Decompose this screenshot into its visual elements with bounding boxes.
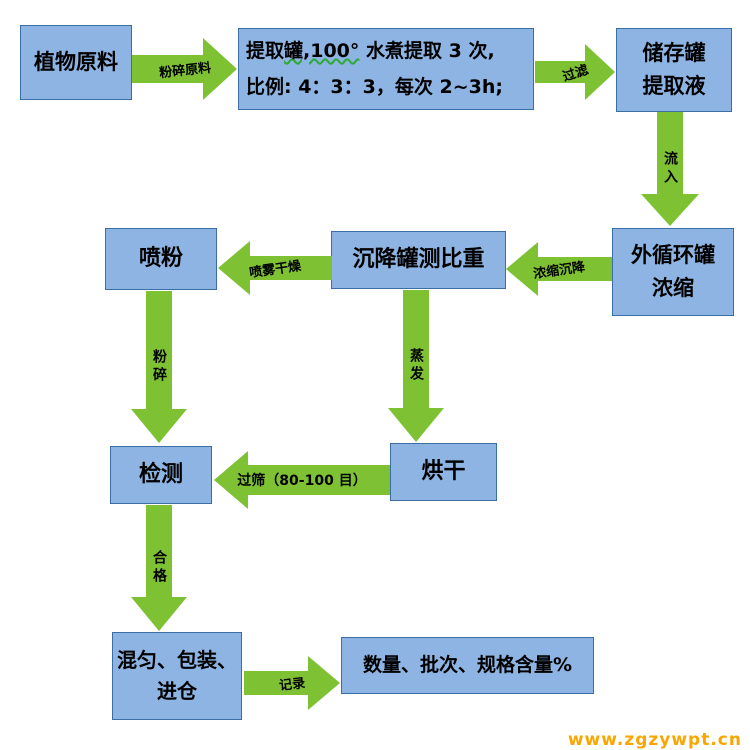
extraction-text-wavy: 罐,100° <box>284 39 360 62</box>
arrow-left-icon <box>214 451 248 509</box>
arrow-right-icon <box>308 656 340 710</box>
node-testing: 检测 <box>110 446 212 504</box>
node-packaging-line1: 混匀、包装、 <box>117 648 237 672</box>
node-drying: 烘干 <box>390 443 497 501</box>
arrow-shaft <box>535 61 585 83</box>
node-settling-tank-label: 沉降罐测比重 <box>352 246 485 272</box>
node-record-info: 数量、批次、规格含量% <box>341 637 594 694</box>
arrow-shaft <box>403 290 429 408</box>
node-record-info-label: 数量、批次、规格含量% <box>362 653 573 676</box>
arrow-shaft <box>538 257 612 281</box>
node-packaging-line2: 进仓 <box>157 679 197 703</box>
arrow-shaft <box>132 55 203 83</box>
node-storage-tank-line1: 储存罐 <box>642 41 706 66</box>
arrow-concentrate-settle: 浓缩沉降 <box>506 242 612 296</box>
arrow-flow-in: 流入 <box>641 112 699 226</box>
arrow-shaft <box>146 505 172 597</box>
arrow-evaporate: 蒸发 <box>388 290 444 442</box>
watermark-text: www.zgzywpt.cn <box>567 730 742 750</box>
node-drying-label: 烘干 <box>421 458 466 484</box>
arrow-shaft <box>146 291 172 409</box>
arrow-shaft <box>250 256 332 280</box>
arrow-qualified: 合格 <box>131 505 187 631</box>
node-extraction-tank-line1: 提取罐,100° 水煮提取 3 次, <box>246 33 495 69</box>
arrow-down-icon <box>131 597 187 631</box>
node-extraction-tank: 提取罐,100° 水煮提取 3 次, 比例: 4：3：3，每次 2~3h; <box>238 28 534 110</box>
arrow-down-icon <box>388 408 444 442</box>
arrow-record: 记录 <box>244 656 340 710</box>
arrow-left-icon <box>506 242 538 296</box>
arrow-shaft <box>248 465 390 495</box>
node-packaging: 混匀、包装、 进仓 <box>112 632 242 720</box>
node-storage-tank-line2: 提取液 <box>642 74 706 98</box>
arrow-right-icon <box>585 44 615 100</box>
arrow-left-icon <box>218 241 250 295</box>
arrow-right-icon <box>203 38 237 100</box>
node-plant-material: 植物原料 <box>20 25 132 100</box>
arrow-filter: 过滤 <box>535 44 615 100</box>
node-plant-material-label: 植物原料 <box>34 50 118 75</box>
node-circulation-tank: 外循环罐 浓缩 <box>612 228 734 316</box>
node-circulation-tank-line2: 浓缩 <box>652 276 694 300</box>
node-extraction-tank-line2: 比例: 4：3：3，每次 2~3h; <box>246 76 503 98</box>
node-spray-powder: 喷粉 <box>105 228 217 290</box>
node-spray-powder-label: 喷粉 <box>138 245 183 271</box>
arrow-shaft <box>244 671 308 695</box>
arrow-shaft <box>657 112 683 194</box>
arrow-sieve: 过筛（80-100 目） <box>214 451 390 509</box>
arrow-crush-label: 粉碎 <box>151 349 167 385</box>
arrow-qualified-label: 合格 <box>151 550 167 586</box>
arrow-crush: 粉碎 <box>131 291 187 443</box>
arrow-record-label: 记录 <box>278 676 306 694</box>
node-storage-tank: 储存罐 提取液 <box>616 28 732 112</box>
arrow-sieve-label: 过筛（80-100 目） <box>237 473 367 489</box>
extraction-text-pre: 提取 <box>246 39 285 62</box>
arrow-crush-raw: 粉碎原料 <box>132 38 237 100</box>
arrow-down-icon <box>641 194 699 226</box>
arrow-down-icon <box>131 409 187 443</box>
arrow-spray-dry: 喷雾干燥 <box>218 241 332 295</box>
node-settling-tank: 沉降罐测比重 <box>331 231 506 289</box>
node-testing-label: 检测 <box>138 461 183 487</box>
node-circulation-tank-line1: 外循环罐 <box>631 243 715 268</box>
arrow-flow-in-label: 流入 <box>662 151 678 187</box>
arrow-evaporate-label: 蒸发 <box>408 348 424 384</box>
extraction-text-post: 水煮提取 3 次, <box>359 39 495 62</box>
